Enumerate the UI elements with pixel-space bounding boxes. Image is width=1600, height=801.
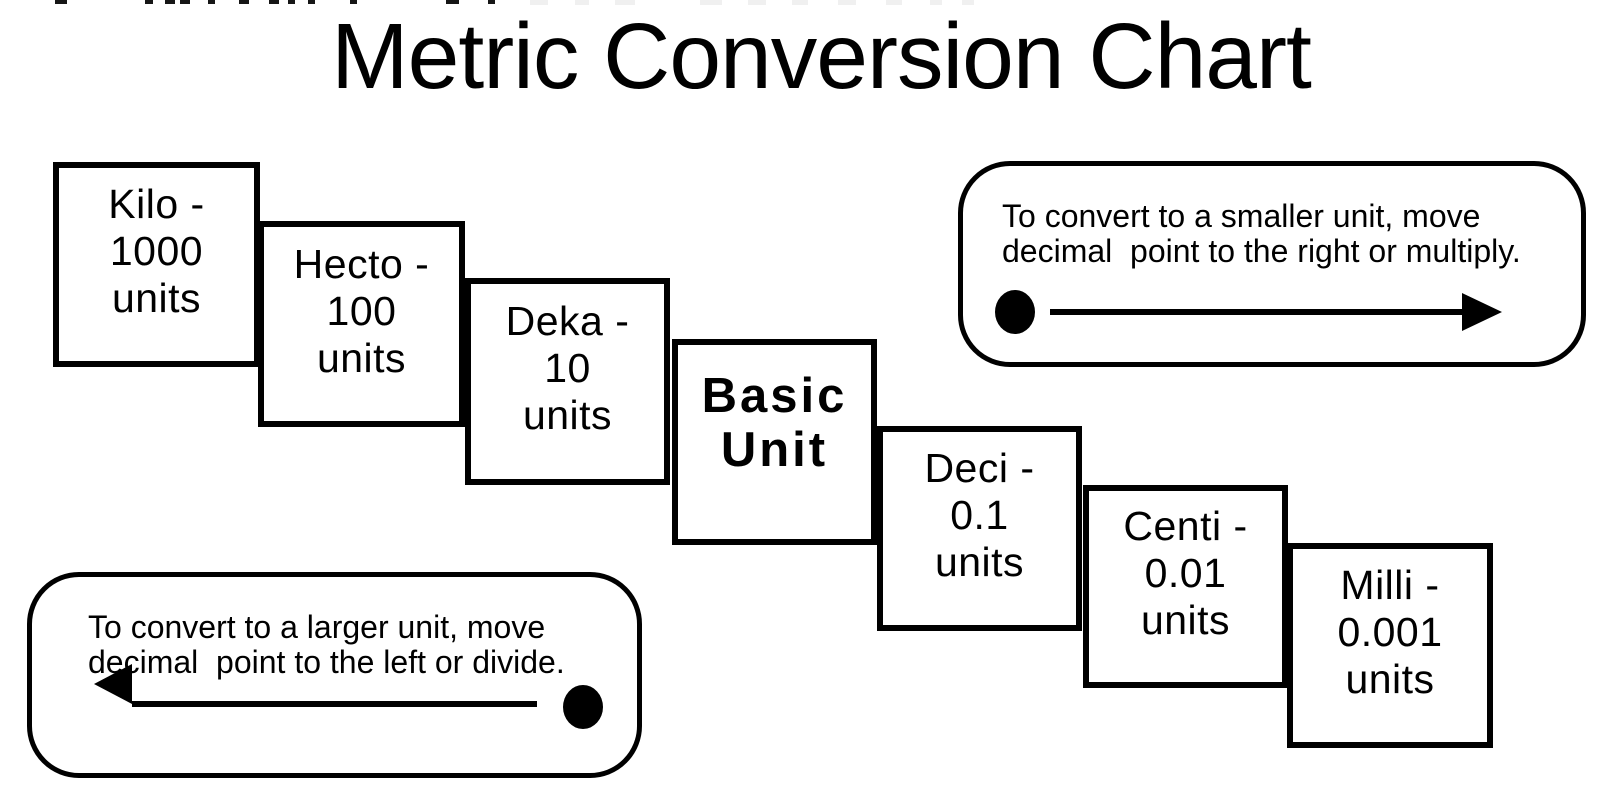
unit-box-milli: Milli - 0.001 units bbox=[1287, 543, 1493, 748]
note-text: To convert to a smaller unit, move decim… bbox=[1002, 198, 1521, 269]
top-edge-artifact bbox=[792, 0, 808, 5]
top-edge-artifact bbox=[145, 0, 153, 4]
decimal-point-dot bbox=[995, 290, 1035, 334]
unit-box-label: Deci - 0.1 units bbox=[924, 445, 1035, 585]
page-title: Metric Conversion Chart bbox=[331, 4, 1312, 108]
top-edge-artifact bbox=[308, 0, 315, 4]
top-edge-artifact bbox=[208, 0, 215, 4]
unit-box-basic-unit: Basic Unit bbox=[672, 339, 877, 545]
top-edge-artifact bbox=[239, 0, 249, 4]
top-edge-artifact bbox=[288, 0, 295, 4]
unit-box-deka: Deka - 10 units bbox=[465, 278, 670, 485]
unit-box-kilo: Kilo - 1000 units bbox=[53, 162, 260, 367]
unit-box-centi: Centi - 0.01 units bbox=[1083, 485, 1288, 688]
top-edge-artifact bbox=[615, 0, 635, 5]
arrow-left-icon bbox=[94, 664, 132, 704]
top-edge-artifact bbox=[838, 0, 856, 5]
note-convert-smaller: To convert to a smaller unit, move decim… bbox=[958, 161, 1586, 367]
note-text: To convert to a larger unit, move decima… bbox=[88, 609, 565, 680]
top-edge-artifact bbox=[488, 0, 495, 4]
decimal-point-dot bbox=[563, 685, 603, 729]
arrow-left-line bbox=[132, 701, 537, 707]
top-edge-artifact bbox=[165, 0, 175, 4]
top-edge-artifact bbox=[530, 0, 548, 5]
arrow-right-icon bbox=[1462, 293, 1502, 331]
top-edge-artifact bbox=[962, 0, 974, 5]
note-convert-larger: To convert to a larger unit, move decima… bbox=[27, 572, 642, 778]
top-edge-artifact bbox=[350, 0, 357, 4]
top-edge-artifact bbox=[886, 0, 902, 5]
top-edge-artifact bbox=[930, 0, 942, 5]
top-edge-artifact bbox=[748, 0, 766, 5]
top-edge-artifact bbox=[446, 0, 459, 4]
unit-box-label: Hecto - 100 units bbox=[293, 240, 430, 381]
unit-box-label: Centi - 0.01 units bbox=[1123, 503, 1248, 643]
unit-box-label: Kilo - 1000 units bbox=[108, 181, 205, 321]
top-edge-artifact bbox=[180, 0, 190, 4]
top-edge-artifact bbox=[269, 0, 279, 4]
unit-box-label: Basic Unit bbox=[701, 368, 848, 477]
unit-box-label: Milli - 0.001 units bbox=[1337, 562, 1443, 702]
arrow-right-line bbox=[1050, 309, 1462, 315]
top-edge-artifact bbox=[700, 0, 722, 5]
top-edge-artifact bbox=[55, 0, 67, 4]
top-edge-artifact bbox=[575, 0, 589, 5]
unit-box-label: Deka - 10 units bbox=[505, 298, 630, 438]
unit-box-deci: Deci - 0.1 units bbox=[877, 426, 1082, 631]
unit-box-hecto: Hecto - 100 units bbox=[258, 221, 465, 427]
